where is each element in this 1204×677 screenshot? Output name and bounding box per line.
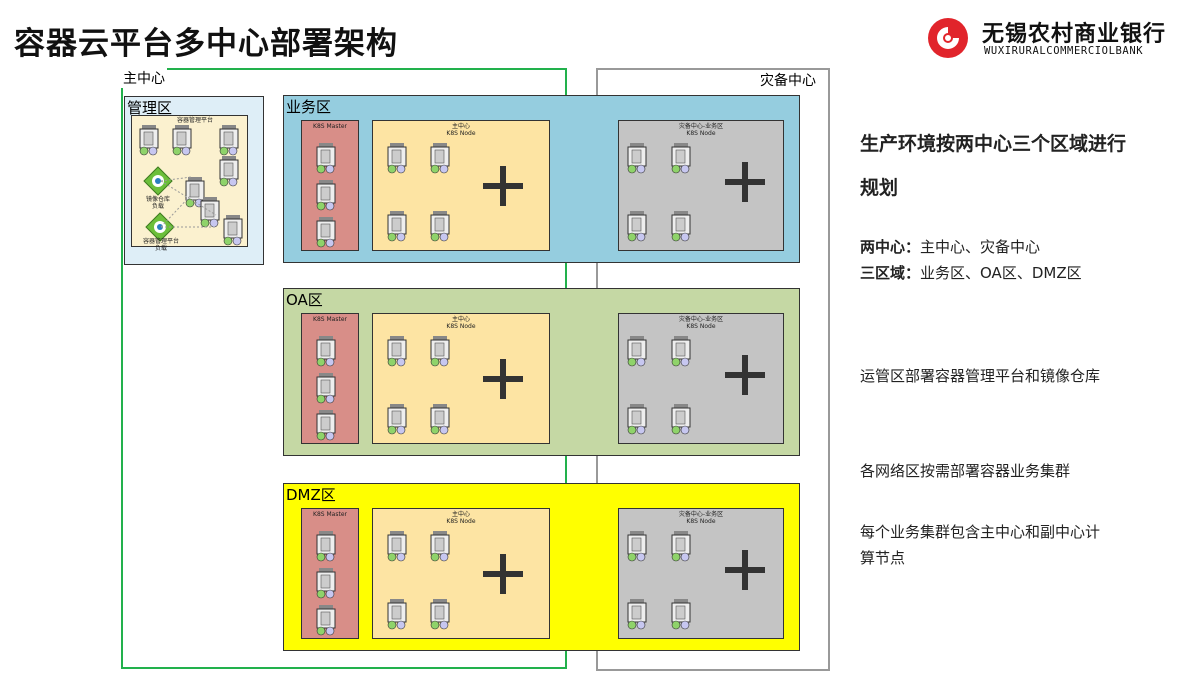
dr-server-icon bbox=[670, 403, 692, 439]
master-server-icon bbox=[315, 409, 337, 445]
dr-server-icon bbox=[670, 598, 692, 634]
note-cluster: 每个业务集群包含主中心和副中心计算节点 bbox=[860, 523, 1101, 567]
note-zones: 各网络区按需部署容器业务集群 bbox=[860, 462, 1071, 480]
dr-server-icon bbox=[670, 335, 692, 371]
dr-node-label: 灾备中心-业务区 K8S Node bbox=[678, 316, 724, 330]
k8s-master-label: K8S Master bbox=[313, 123, 347, 130]
node-server-icon bbox=[386, 598, 408, 634]
node-server-icon bbox=[429, 335, 451, 371]
main-plus-icon-h bbox=[483, 183, 523, 189]
main-node-label: 主中心 K8S Node bbox=[446, 316, 476, 330]
master-server-icon bbox=[315, 530, 337, 566]
k8s-master-label: K8S Master bbox=[313, 316, 347, 323]
main-plus-icon-h bbox=[483, 571, 523, 577]
two-centers-text: 主中心、灾备中心 bbox=[920, 238, 1041, 256]
dr-plus-icon-h bbox=[725, 372, 765, 378]
master-server-icon bbox=[315, 604, 337, 640]
three-zones-text: 业务区、OA区、DMZ区 bbox=[920, 264, 1082, 282]
mgmt-platform-label: 容器管理平台 bbox=[176, 117, 213, 124]
notes-centers-zones: 两中心：主中心、灾备中心 三区域：业务区、OA区、DMZ区 bbox=[860, 234, 1110, 286]
node-server-icon bbox=[429, 598, 451, 634]
notes-heading: 生产环境按两中心三个区域进行规划 bbox=[860, 133, 1127, 199]
dr-server-icon bbox=[670, 142, 692, 178]
registry-label: 镜像仓库 负载 bbox=[145, 196, 170, 210]
dr-server-icon bbox=[670, 530, 692, 566]
node-server-icon bbox=[429, 142, 451, 178]
registry-icon bbox=[143, 166, 173, 200]
bank-name-en: WUXIRURALCOMMERCIOLBANK bbox=[984, 45, 1144, 57]
mgmt-server-icon bbox=[218, 124, 240, 160]
mgmt-server-icon bbox=[184, 176, 206, 212]
zone-label: DMZ区 bbox=[286, 486, 336, 504]
mgmt-server-icon bbox=[222, 214, 244, 250]
mgmt-server-icon bbox=[218, 155, 240, 191]
bank-logo-icon bbox=[928, 18, 968, 58]
node-server-icon bbox=[386, 142, 408, 178]
master-server-icon bbox=[315, 567, 337, 603]
mgmt-server-icon bbox=[171, 124, 193, 160]
main-plus-icon-h bbox=[483, 376, 523, 382]
node-server-icon bbox=[386, 335, 408, 371]
dr-server-icon bbox=[626, 598, 648, 634]
node-server-icon bbox=[386, 403, 408, 439]
dr-node-label: 灾备中心-业务区 K8S Node bbox=[678, 123, 724, 137]
dr-center-label: 灾备中心 bbox=[758, 70, 818, 90]
dr-server-icon bbox=[670, 210, 692, 246]
dr-server-icon bbox=[626, 530, 648, 566]
main-node-label: 主中心 K8S Node bbox=[446, 123, 476, 137]
mgmt-connector-lines bbox=[160, 176, 217, 228]
main-node-label: 主中心 K8S Node bbox=[446, 511, 476, 525]
dr-server-icon bbox=[626, 335, 648, 371]
node-server-icon bbox=[429, 210, 451, 246]
three-zones-label: 三区域： bbox=[860, 264, 921, 282]
master-server-icon bbox=[315, 335, 337, 371]
dr-server-icon bbox=[626, 142, 648, 178]
management-zone-label: 管理区 bbox=[127, 99, 173, 117]
note-mgmt: 运管区部署容器管理平台和镜像仓库 bbox=[860, 367, 1101, 385]
mgmt-server-icon bbox=[138, 124, 160, 160]
dr-server-icon bbox=[626, 210, 648, 246]
master-server-icon bbox=[315, 216, 337, 252]
zone-label: OA区 bbox=[286, 291, 323, 309]
master-server-icon bbox=[315, 142, 337, 178]
two-centers-label: 两中心： bbox=[860, 238, 921, 256]
k8s-master-label: K8S Master bbox=[313, 511, 347, 518]
main-center-label: 主中心 bbox=[121, 68, 167, 88]
mgmt-platform-lb-label: 容器管理平台 负载 bbox=[142, 238, 179, 252]
master-server-icon bbox=[315, 372, 337, 408]
dr-server-icon bbox=[626, 403, 648, 439]
zone-label: 业务区 bbox=[286, 98, 332, 116]
bank-name-cn: 无锡农村商业银行 bbox=[982, 22, 1167, 47]
page-title: 容器云平台多中心部署架构 bbox=[14, 26, 398, 62]
node-server-icon bbox=[429, 403, 451, 439]
master-server-icon bbox=[315, 179, 337, 215]
node-server-icon bbox=[429, 530, 451, 566]
node-server-icon bbox=[386, 530, 408, 566]
dr-node-label: 灾备中心-业务区 K8S Node bbox=[678, 511, 724, 525]
node-server-icon bbox=[386, 210, 408, 246]
dr-plus-icon-h bbox=[725, 567, 765, 573]
dr-plus-icon-h bbox=[725, 179, 765, 185]
